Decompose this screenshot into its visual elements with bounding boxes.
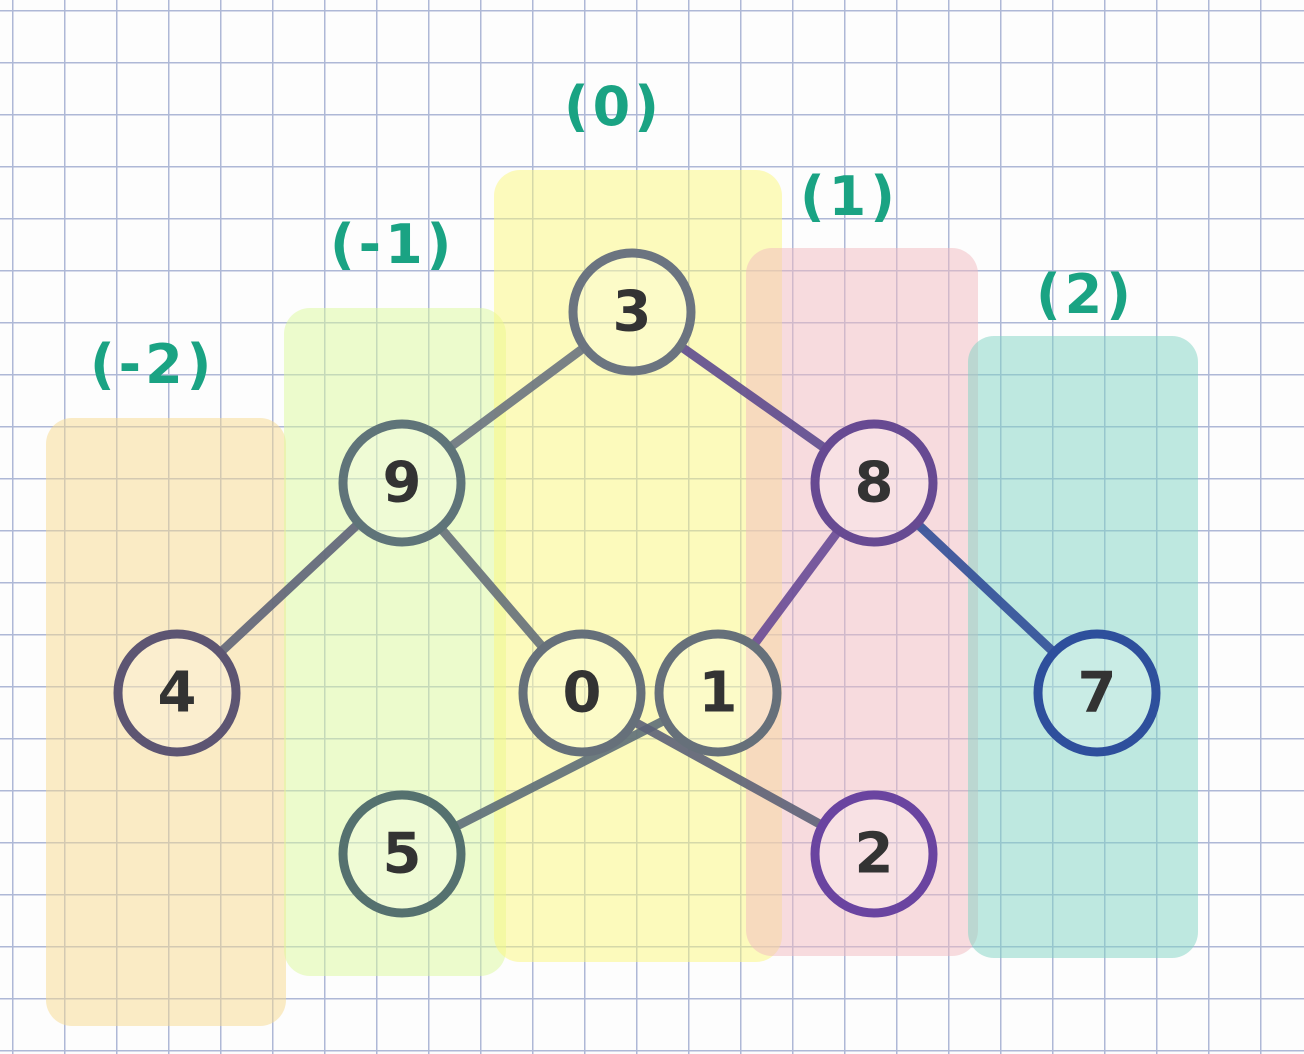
node-3: 3 (568, 248, 696, 376)
column-label-minus-2: (-2) (90, 333, 216, 396)
node-2: 2 (810, 790, 938, 918)
edge-8-7 (915, 521, 1056, 655)
edge-0-2 (632, 718, 824, 829)
node-1: 1 (654, 629, 782, 757)
node-label: 1 (699, 661, 738, 726)
edge-9-0 (438, 526, 546, 650)
node-label: 9 (383, 451, 422, 516)
column-band-0 (494, 170, 782, 962)
column-band-minus-2 (46, 418, 286, 1026)
edge-9-4 (218, 521, 361, 655)
node-5: 5 (338, 790, 466, 918)
edge-3-8 (678, 343, 828, 452)
node-circle (810, 419, 938, 547)
nodes-layer: 3 9 8 4 0 1 7 5 2 (113, 248, 1161, 918)
node-label: 0 (563, 661, 602, 726)
node-circle (113, 629, 241, 757)
column-band-2 (968, 336, 1198, 958)
node-7: 7 (1033, 629, 1161, 757)
node-circle (654, 629, 782, 757)
node-circle (338, 790, 466, 918)
column-label-minus-1: (-1) (330, 213, 456, 276)
column-label-1: (1) (800, 165, 899, 228)
node-label: 3 (613, 280, 652, 345)
node-label: 8 (855, 451, 894, 516)
node-label: 2 (855, 822, 894, 887)
node-label: 4 (158, 661, 197, 726)
edge-8-1 (751, 529, 841, 647)
node-circle (810, 790, 938, 918)
node-0: 0 (518, 629, 646, 757)
node-circle (338, 419, 466, 547)
node-label: 7 (1078, 661, 1117, 726)
node-circle (568, 248, 696, 376)
node-label: 5 (383, 822, 422, 887)
edges-layer (218, 343, 1056, 830)
node-4: 4 (113, 629, 241, 757)
edge-1-5 (453, 717, 667, 830)
node-9: 9 (338, 419, 466, 547)
edge-3-9 (448, 345, 586, 450)
column-label-0: (0) (564, 75, 663, 138)
column-label-2: (2) (1036, 263, 1135, 326)
node-circle (1033, 629, 1161, 757)
column-band-minus-1 (284, 308, 506, 976)
node-circle (518, 629, 646, 757)
node-8: 8 (810, 419, 938, 547)
